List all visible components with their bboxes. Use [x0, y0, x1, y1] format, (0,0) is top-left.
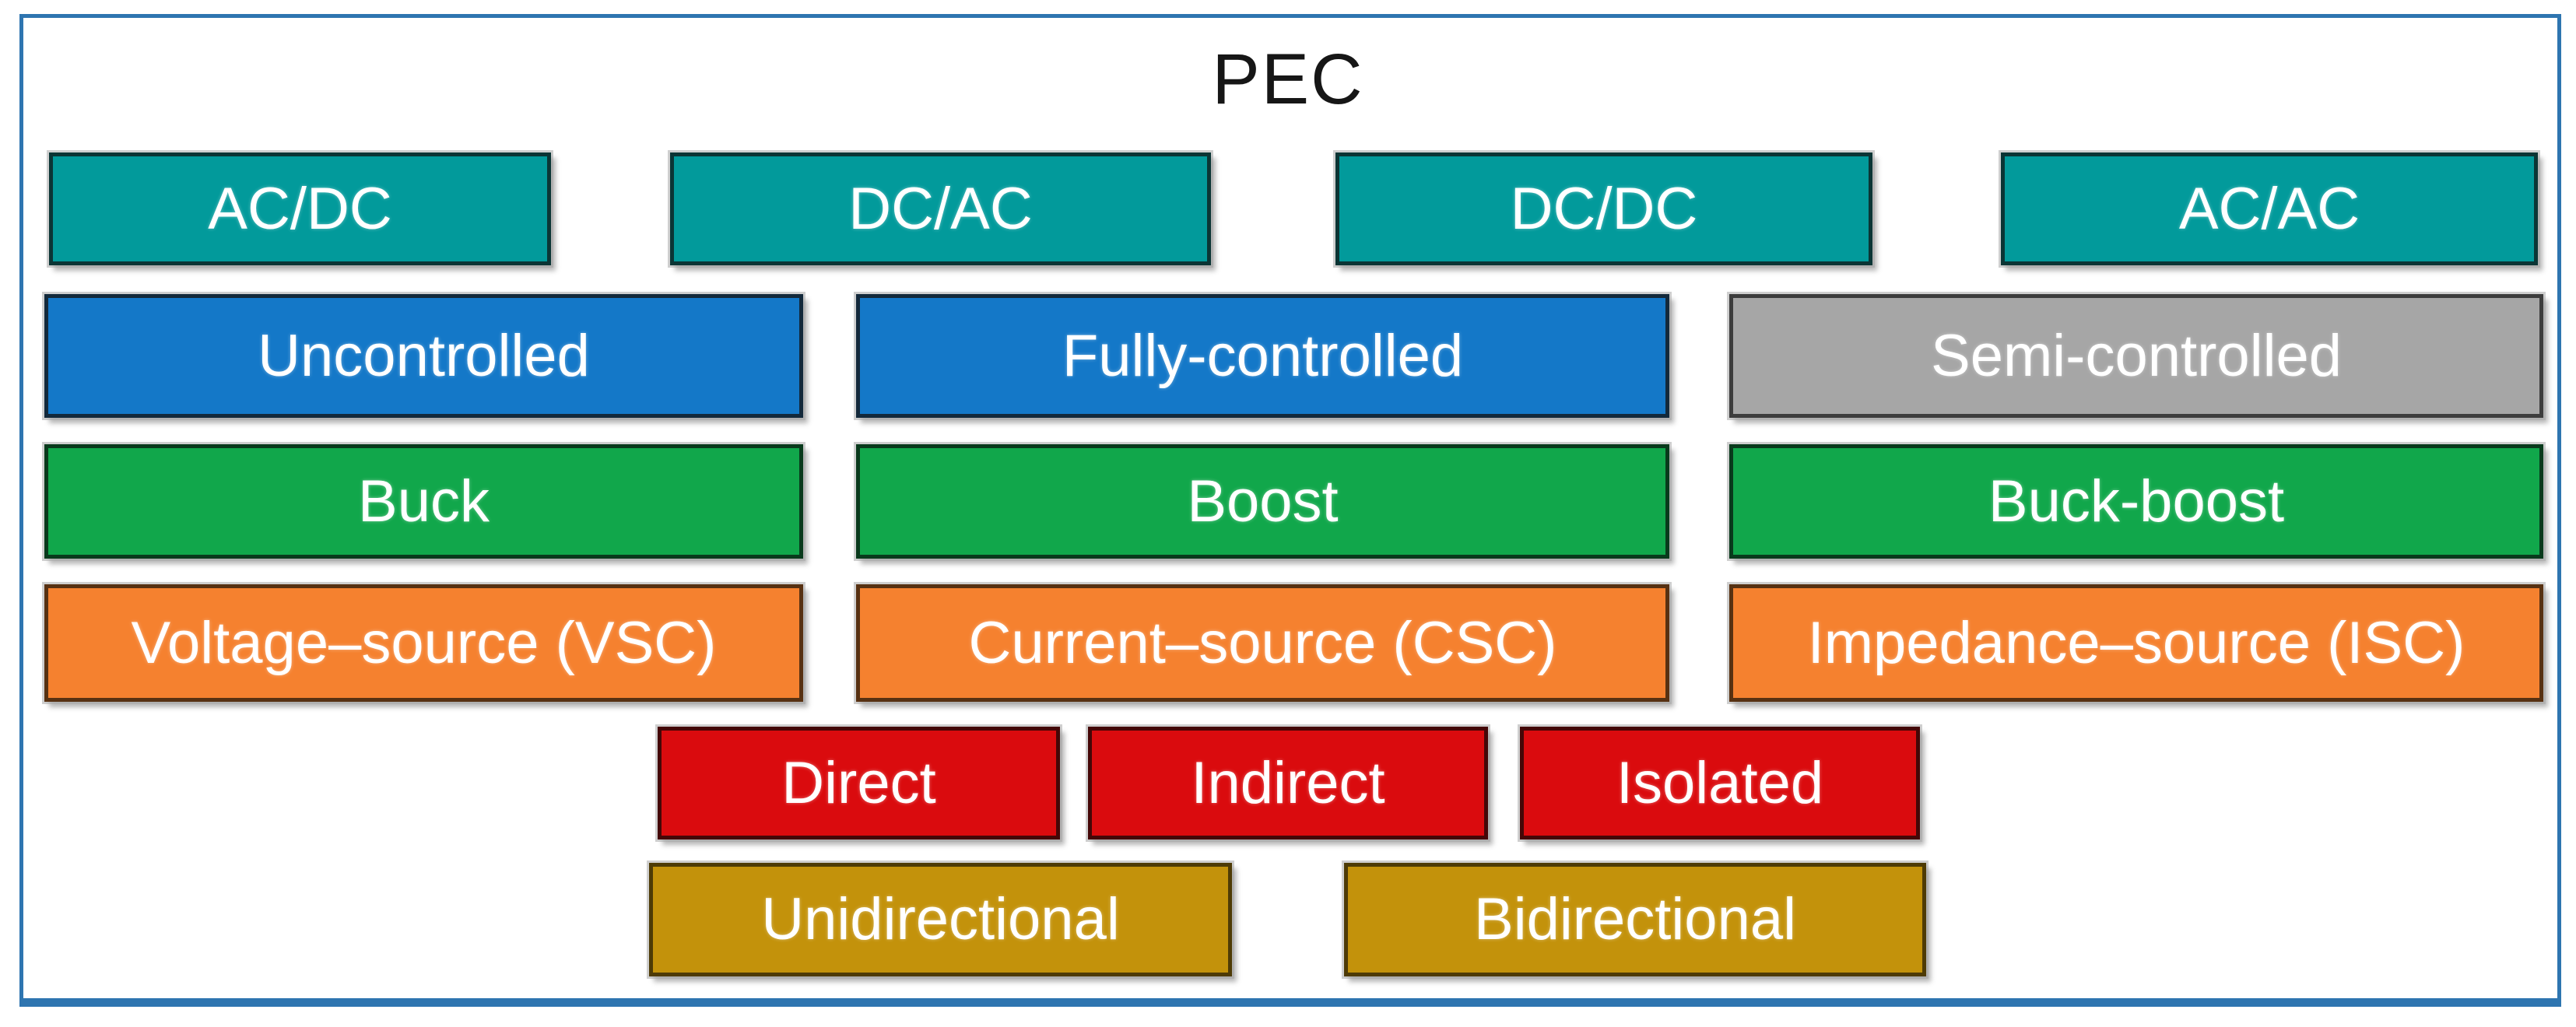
node-label: Buck-boost	[1988, 468, 2285, 535]
node-ac-dc: AC/DC	[49, 152, 551, 265]
node-label: Fully-controlled	[1062, 322, 1464, 389]
node-dc-dc: DC/DC	[1335, 152, 1872, 265]
diagram-frame	[19, 14, 2561, 1007]
node-bidirectional: Bidirectional	[1344, 863, 1926, 976]
node-dc-ac: DC/AC	[670, 152, 1211, 265]
node-label: Uncontrolled	[258, 322, 590, 389]
node-buck: Buck	[44, 444, 803, 559]
node-label: Semi-controlled	[1931, 322, 2342, 389]
node-label: Bidirectional	[1474, 886, 1796, 952]
node-label: Isolated	[1616, 749, 1824, 816]
node-label: Impedance–source (ISC)	[1807, 609, 2465, 676]
node-label: Boost	[1187, 468, 1339, 535]
node-uncontrolled: Uncontrolled	[44, 294, 803, 418]
node-label: Buck	[358, 468, 490, 535]
node-unidirectional: Unidirectional	[649, 863, 1232, 976]
node-label: AC/AC	[2178, 175, 2360, 242]
node-label: Indirect	[1191, 749, 1385, 816]
node-ac-ac: AC/AC	[2001, 152, 2538, 265]
node-label: Unidirectional	[761, 886, 1120, 952]
node-label: Direct	[781, 749, 936, 816]
node-boost: Boost	[856, 444, 1669, 559]
node-current-source-csc: Current–source (CSC)	[856, 584, 1669, 702]
node-voltage-source-vsc: Voltage–source (VSC)	[44, 584, 803, 702]
node-semi-controlled: Semi-controlled	[1729, 294, 2543, 418]
node-label: Voltage–source (VSC)	[131, 609, 717, 676]
node-label: DC/DC	[1510, 175, 1698, 242]
node-label: AC/DC	[208, 175, 392, 242]
node-direct: Direct	[658, 727, 1060, 839]
node-buck-boost: Buck-boost	[1729, 444, 2543, 559]
node-indirect: Indirect	[1088, 727, 1488, 839]
node-isolated: Isolated	[1520, 727, 1920, 839]
node-label: Current–source (CSC)	[968, 609, 1557, 676]
node-impedance-source-isc: Impedance–source (ISC)	[1729, 584, 2543, 702]
node-label: DC/AC	[848, 175, 1033, 242]
diagram-title: PEC	[1212, 40, 1364, 119]
node-fully-controlled: Fully-controlled	[856, 294, 1669, 418]
